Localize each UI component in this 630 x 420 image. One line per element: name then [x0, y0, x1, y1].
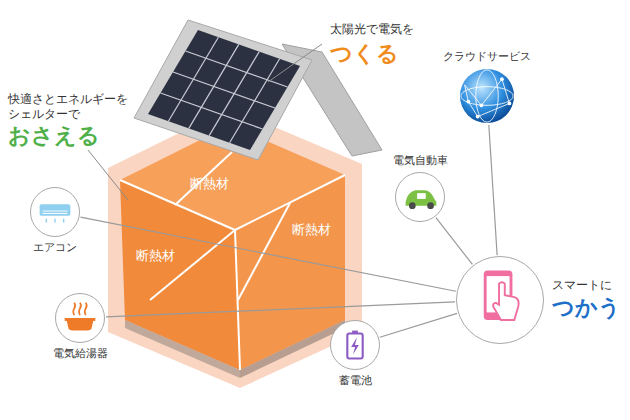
device-node: クラウドサービス: [443, 50, 531, 124]
node-label: 蓄電池: [339, 374, 372, 388]
base-shadow: [240, 320, 345, 378]
device-node: 電気自動車: [393, 154, 448, 222]
face-label: 断熱材: [136, 248, 175, 264]
icon-circle: [459, 68, 515, 124]
icon-circle: [30, 187, 80, 237]
solar-panel: [148, 30, 300, 150]
connector-line: [380, 313, 457, 337]
node-label: エアコン: [33, 241, 77, 255]
device-node: スマートにつかう: [456, 256, 621, 344]
node-label: スマートに: [552, 278, 612, 294]
right-face: [235, 175, 345, 370]
base-shadow: [125, 320, 240, 378]
face-label: 断熱材: [292, 222, 331, 238]
node-label: 電気自動車: [393, 154, 448, 168]
icon-circle: [55, 293, 105, 343]
callout-text: 太陽光で電気を: [330, 22, 414, 37]
left-face: [120, 180, 240, 370]
device-node: エアコン: [30, 187, 80, 255]
icon-circle: [395, 172, 445, 222]
callout-text: 快適さとエネルギーを シェルターで: [8, 92, 136, 122]
connector-line: [489, 125, 497, 255]
device-node: 電気給湯器: [53, 293, 108, 361]
node-label: つかう: [552, 294, 621, 323]
panel-grid: [161, 37, 288, 143]
node-label: クラウドサービス: [443, 50, 531, 64]
callout-keyword: おさえる: [8, 122, 100, 150]
face-label: 断熱材: [190, 176, 229, 192]
connector-line: [436, 218, 472, 265]
connector-line: [81, 217, 456, 291]
roof-frame: [134, 20, 312, 160]
callout-keyword: つくる: [330, 40, 399, 68]
icon-circle: [330, 320, 380, 370]
node-label: 電気給湯器: [53, 347, 108, 361]
icon-circle: [456, 256, 544, 344]
leader-lines: [88, 44, 322, 200]
face-edges: [120, 152, 345, 370]
connector-line: [106, 302, 455, 317]
device-node: 蓄電池: [330, 320, 380, 388]
